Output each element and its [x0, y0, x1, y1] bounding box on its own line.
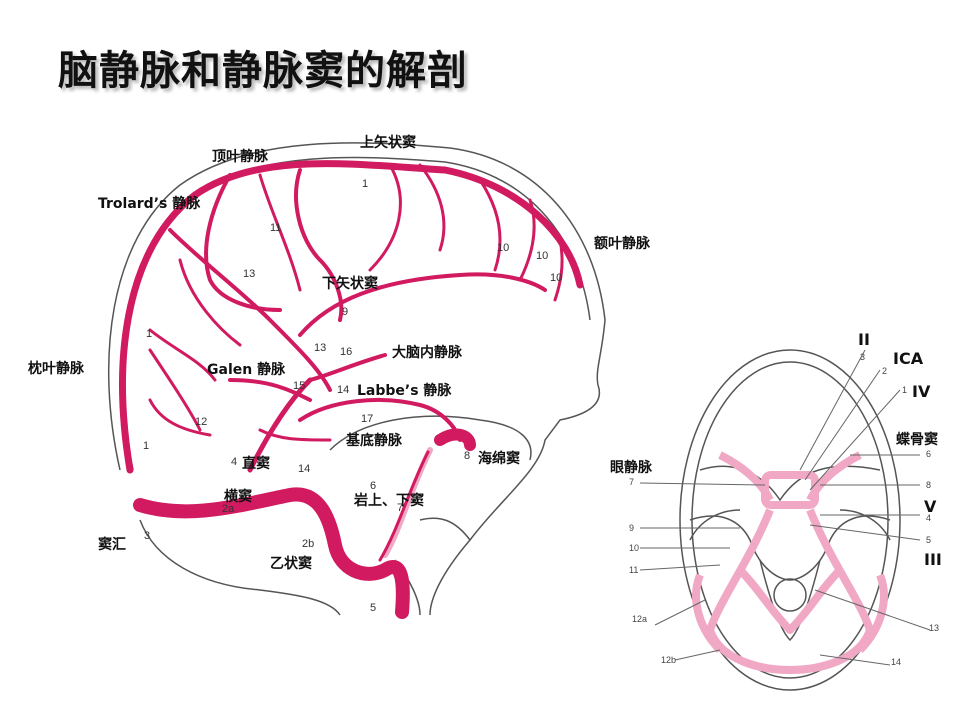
sagittal-number: 12 [195, 416, 208, 428]
sagittal-number: 13 [314, 342, 327, 354]
sagittal-number: 11 [270, 222, 282, 234]
sagittal-number: 4 [231, 456, 238, 468]
sagittal-number: 2b [302, 538, 315, 550]
sagittal-number: 10 [536, 250, 549, 262]
label-inferior-sagittal-sinus: 下矢状窦 [322, 276, 378, 292]
sagittal-number: 17 [361, 413, 374, 425]
axial-number: 12b [661, 655, 677, 665]
galen-vein-path [308, 353, 387, 382]
label-superior-sagittal-sinus: 上矢状窦 [360, 135, 416, 151]
label-ica: ICA [893, 349, 924, 368]
sagittal-number: 2a [222, 503, 235, 515]
sagittal-number: 9 [342, 306, 349, 318]
label-cranial-nerve-iv: IV [912, 382, 931, 401]
straight-sinus-path [247, 377, 313, 473]
sagittal-number: 15 [293, 380, 306, 392]
superior-sagittal-sinus-path [119, 160, 584, 474]
axial-number: 13 [929, 623, 940, 633]
page-title: 脑静脉和静脉窦的解剖 [58, 48, 468, 94]
transverse-sinus-path [133, 487, 410, 619]
axial-leader-lines [639, 349, 931, 666]
sagittal-number: 7 [397, 502, 404, 514]
sagittal-number: 1 [146, 328, 153, 340]
axial-number: 4 [926, 513, 932, 523]
sagittal-veins [119, 160, 584, 619]
label-cranial-nerve-v: V [924, 497, 937, 516]
label-trolard-vein: Trolard’s 静脉 [98, 196, 201, 212]
inferior-sagittal-sinus-path [298, 272, 547, 337]
sagittal-number: 10 [550, 272, 563, 284]
basal-vein-path [298, 398, 462, 442]
label-labbe-vein: Labbe’s 静脉 [357, 383, 452, 399]
axial-number: 3 [860, 352, 866, 362]
sagittal-head-outline [107, 142, 606, 616]
label-basal-vein: 基底静脉 [346, 433, 402, 449]
sagittal-number: 14 [298, 463, 311, 475]
sagittal-number: 8 [464, 450, 471, 462]
label-petrosal-sinuses: 岩上、下窦 [354, 493, 424, 509]
label-parietal-veins: 顶叶静脉 [212, 149, 268, 165]
axial-venous-structures [692, 451, 888, 674]
axial-number: 14 [891, 657, 902, 667]
sagittal-number: 16 [340, 346, 353, 358]
label-sigmoid-sinus: 乙状窦 [270, 556, 312, 572]
label-occipital-veins: 枕叶静脉 [28, 361, 84, 377]
label-confluence: 窦汇 [98, 537, 126, 553]
axial-number: 11 [629, 565, 639, 575]
label-sphenoid-sinus: 蝶骨窦 [896, 432, 938, 448]
axial-number: 12a [632, 614, 648, 624]
sagittal-number: 6 [370, 480, 377, 492]
label-cavernous-sinus: 海绵窦 [478, 451, 520, 467]
axial-number: 10 [629, 543, 640, 553]
label-galen-vein: Galen 静脉 [207, 362, 286, 378]
label-cranial-nerve-iii: III [924, 550, 942, 569]
sagittal-number: 1 [143, 440, 150, 452]
axial-number: 1 [902, 385, 908, 395]
sagittal-number: 13 [243, 268, 256, 280]
sagittal-number: 1 [362, 178, 369, 190]
label-ophthalmic-vein: 眼静脉 [610, 460, 652, 476]
axial-number: 2 [882, 366, 888, 376]
axial-number: 5 [926, 535, 932, 545]
sagittal-number: 3 [144, 530, 151, 542]
label-internal-cerebral-vein: 大脑内静脉 [392, 345, 462, 361]
sagittal-number: 10 [497, 242, 510, 254]
axial-number: 9 [629, 523, 635, 533]
label-straight-sinus: 直窦 [242, 456, 270, 472]
label-transverse-sinus: 横窦 [224, 489, 252, 505]
label-cranial-nerve-ii: II [858, 330, 870, 349]
cavernous-sinus-path [434, 428, 476, 451]
axial-number: 6 [926, 449, 932, 459]
axial-number: 8 [926, 480, 932, 490]
axial-number: 7 [629, 477, 635, 487]
sagittal-number: 14 [337, 384, 350, 396]
label-frontal-veins: 额叶静脉 [594, 236, 650, 252]
sagittal-number: 5 [370, 602, 377, 614]
